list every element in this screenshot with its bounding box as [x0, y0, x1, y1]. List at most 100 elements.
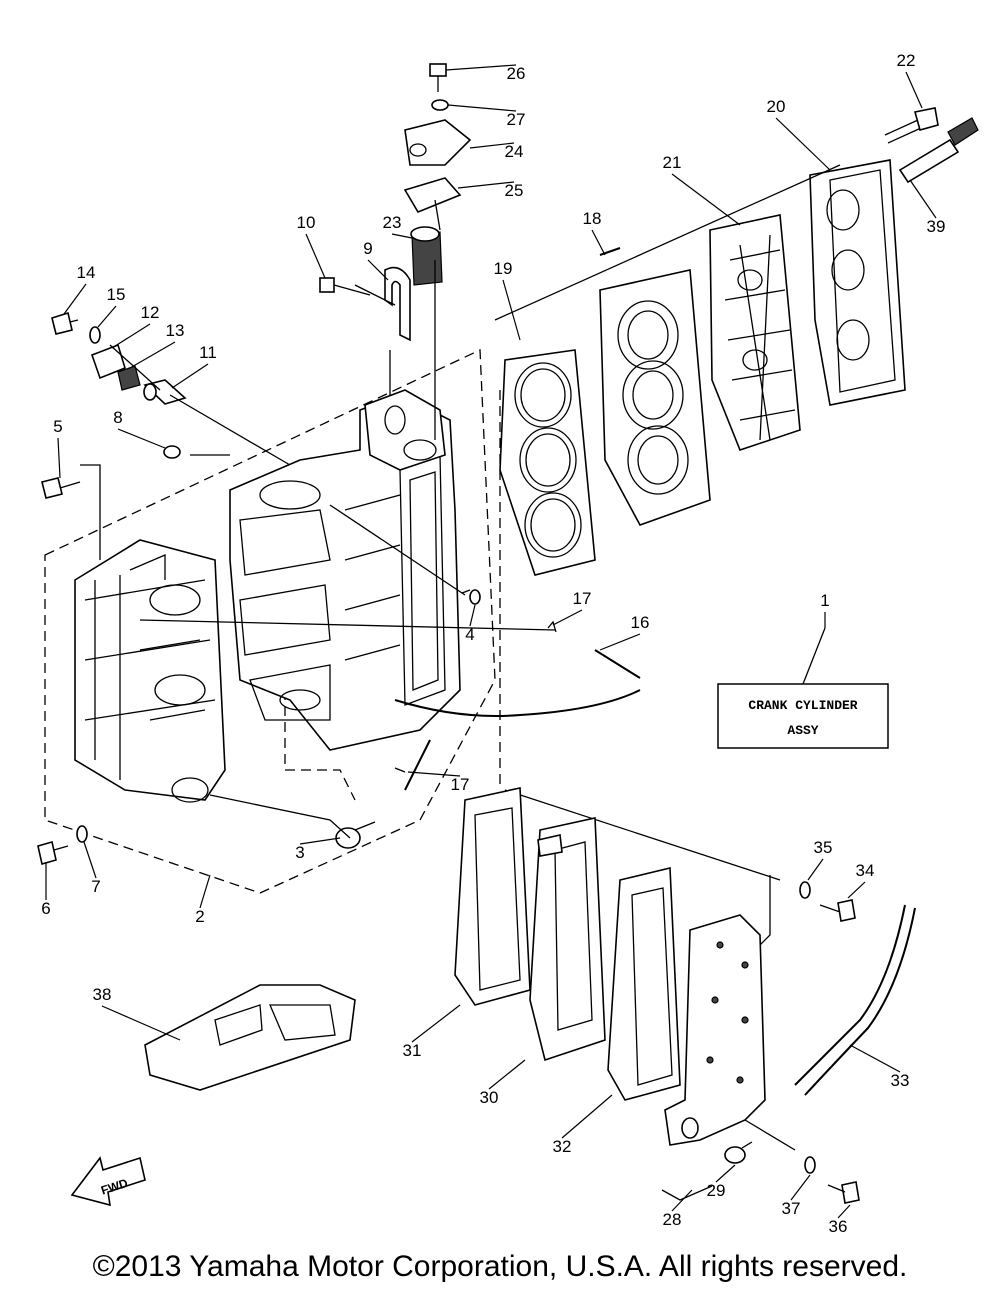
leader-line-8: [117, 428, 166, 449]
washer-15: [89, 326, 101, 344]
leader-line-26: [445, 64, 517, 71]
leader-line-14: [63, 283, 87, 315]
part-label-24: 24: [505, 142, 524, 161]
part-label-18: 18: [583, 209, 602, 228]
leader-line-33: [849, 1044, 901, 1073]
clamp-9: [384, 266, 411, 342]
leader-line-15: [97, 305, 117, 328]
part-label-9: 9: [363, 239, 372, 258]
thermostat-gasket: [403, 177, 462, 213]
leader-line-31: [411, 1004, 461, 1043]
part-label-28: 28: [663, 1210, 682, 1229]
head-cover-gasket: [709, 214, 801, 451]
leader-line-30: [488, 1059, 526, 1090]
leader-exhaust: [744, 875, 796, 1151]
bolt-14: [51, 311, 79, 335]
leader-line-35: [807, 858, 824, 881]
part-label-16: 16: [631, 613, 650, 632]
bolt-26: [429, 63, 447, 92]
exhaust-gasket-31: [454, 787, 531, 1006]
part-label-19: 19: [494, 259, 513, 278]
clip-17b: [394, 767, 406, 773]
leader-line-16: [599, 633, 641, 651]
part-label-17: 17: [451, 775, 470, 794]
leader-line-18: [591, 229, 606, 256]
clip-17a: [547, 620, 557, 633]
bolt-10: [319, 277, 371, 296]
crankcase-half-left: [74, 539, 226, 803]
leader-line-25: [457, 181, 515, 189]
part-label-2: 2: [195, 907, 204, 926]
part-number-labels: 1234567891011121314151617171819202122232…: [41, 51, 945, 1236]
leader-line-9: [367, 259, 389, 281]
bolt-36: [827, 1181, 860, 1204]
thermostat: [410, 226, 443, 286]
part-label-30: 30: [480, 1088, 499, 1107]
assembly-box-line2: ASSY: [787, 723, 818, 738]
leader-line-12: [111, 323, 151, 349]
exhaust-gasket-32: [607, 866, 681, 1101]
washer-27: [431, 99, 449, 111]
part-label-27: 27: [507, 110, 526, 129]
part-label-6: 6: [41, 899, 50, 918]
leader-line-32: [561, 1094, 613, 1139]
part-label-26: 26: [507, 64, 526, 83]
part-label-39: 39: [927, 217, 946, 236]
bolt-6: [37, 840, 69, 866]
leader-line-7: [83, 841, 97, 879]
leader-line-13: [129, 341, 176, 369]
part-label-12: 12: [141, 303, 160, 322]
part-label-36: 36: [829, 1217, 848, 1236]
leader-line-38: [101, 1005, 181, 1041]
crankcase-assy-outline: [44, 348, 496, 894]
hose-16: [394, 649, 641, 791]
fwd-arrow: FWD: [70, 1156, 146, 1207]
part-label-21: 21: [663, 153, 682, 172]
part-label-5: 5: [53, 417, 62, 436]
part-label-32: 32: [553, 1137, 572, 1156]
leader-line-4: [469, 604, 476, 627]
leader-line-36: [837, 1204, 851, 1219]
part-label-3: 3: [295, 843, 304, 862]
part-label-37: 37: [782, 1199, 801, 1218]
assy-outline-inner: [284, 690, 356, 801]
leader-line-19: [502, 279, 521, 341]
leader-line-3: [299, 837, 341, 845]
leader-line-39: [909, 179, 937, 219]
part-label-31: 31: [403, 1041, 422, 1060]
leader-line-20: [775, 117, 831, 171]
plug-13: [117, 365, 141, 391]
plug-3: [335, 821, 376, 849]
bolt-5: [41, 477, 81, 499]
part-label-7: 7: [91, 877, 100, 896]
part-label-25: 25: [505, 181, 524, 200]
part-label-15: 15: [107, 285, 126, 304]
leader-line-5: [57, 437, 61, 479]
dowel-8: [163, 445, 181, 459]
leader-line-23: [391, 233, 413, 239]
part-label-1: 1: [820, 591, 829, 610]
part-label-22: 22: [897, 51, 916, 70]
part-label-23: 23: [383, 213, 402, 232]
leader-lines: [80, 164, 841, 881]
bolt-34: [819, 899, 856, 922]
part-label-17: 17: [573, 589, 592, 608]
leader-bracket-28: [661, 1185, 713, 1201]
copyright-notice: ©2013 Yamaha Motor Corporation, U.S.A. A…: [92, 1250, 908, 1283]
label-leaders: [45, 64, 937, 1219]
assembly-box: CRANK CYLINDER ASSY: [717, 627, 889, 749]
cylinder-block: [229, 389, 461, 751]
cover-12: [90, 343, 126, 380]
exhaust-outer-cover: [664, 914, 766, 1146]
part-label-38: 38: [93, 985, 112, 1004]
thermostat-cover: [404, 119, 472, 166]
spark-plug: [898, 117, 979, 184]
part-label-20: 20: [767, 97, 786, 116]
plug-4: [461, 589, 481, 605]
washer-37: [804, 1156, 816, 1174]
part-label-11: 11: [199, 343, 217, 362]
cylinder-head-gasket: [499, 349, 596, 576]
leader-line-22: [905, 71, 923, 109]
